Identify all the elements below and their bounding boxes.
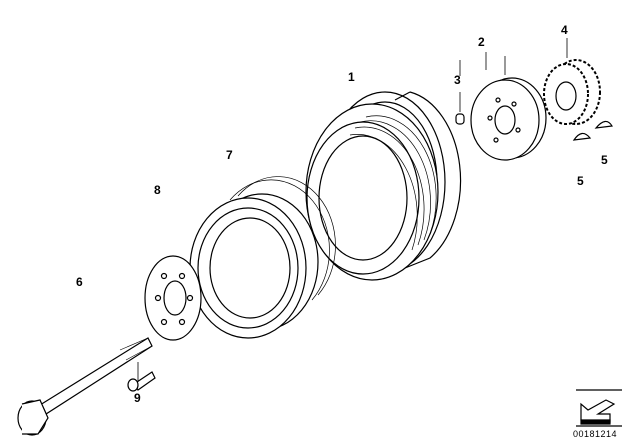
label-3: 3 bbox=[454, 73, 461, 87]
part-8-flange bbox=[144, 255, 202, 341]
label-8: 8 bbox=[154, 183, 161, 197]
part-6-central-bolt bbox=[17, 337, 153, 436]
label-9: 9 bbox=[134, 391, 141, 405]
leader-lines bbox=[137, 38, 568, 388]
direction-arrow-icon bbox=[576, 389, 622, 427]
part-9-bolt bbox=[127, 371, 156, 392]
part-2-hub bbox=[470, 77, 547, 161]
label-6: 6 bbox=[76, 275, 83, 289]
label-5b: 5 bbox=[577, 174, 584, 188]
label-5a: 5 bbox=[601, 153, 608, 167]
part-7-pulley bbox=[189, 176, 336, 339]
label-2: 2 bbox=[478, 35, 485, 49]
part-3-key bbox=[455, 113, 465, 125]
label-4: 4 bbox=[561, 23, 568, 37]
part-4-sprocket bbox=[543, 59, 601, 125]
part-5-keys bbox=[572, 120, 613, 141]
label-1: 1 bbox=[348, 70, 355, 84]
diagram-code: 00181214 bbox=[573, 429, 618, 439]
label-7: 7 bbox=[226, 148, 233, 162]
